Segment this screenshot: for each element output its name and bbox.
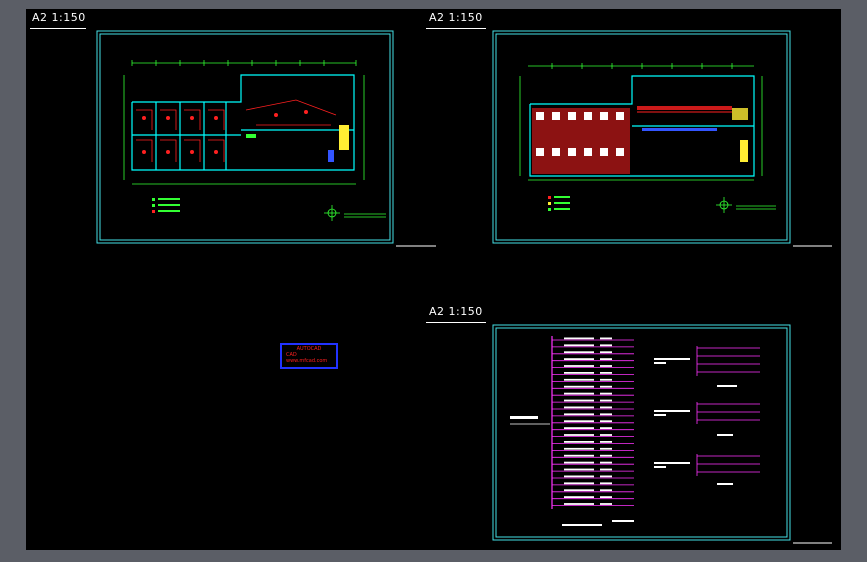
branch-label-mark — [600, 358, 612, 360]
branch-label-mark — [600, 461, 612, 464]
branch-label-mark — [564, 447, 594, 450]
branch-label-mark — [600, 399, 612, 402]
inner-frame — [495, 33, 788, 241]
branch-label-mark — [600, 482, 612, 485]
branch-label-mark — [600, 489, 612, 492]
branch-label-mark — [564, 392, 594, 395]
stamp-line-3: www.mfcad.com — [286, 358, 328, 364]
branch-label-mark — [600, 420, 612, 423]
branch-label-mark — [564, 351, 594, 354]
outer-frame — [492, 30, 791, 244]
branch-label-mark — [564, 454, 594, 457]
branch-label-mark — [564, 358, 594, 360]
branch-label-mark — [564, 496, 594, 498]
branch-label-mark — [564, 413, 594, 416]
branch-label-mark — [564, 434, 594, 436]
title-stamp[interactable]: AUTOCAD CAD www.mfcad.com — [280, 343, 338, 369]
inner-frame — [99, 33, 391, 241]
branch-label-mark — [564, 461, 594, 464]
branch-label-mark — [564, 427, 594, 429]
branch-label-mark — [564, 399, 594, 402]
branch-label-mark — [600, 337, 612, 340]
branch-label-mark — [564, 468, 594, 471]
branch-label-mark — [564, 385, 594, 388]
outer-frame — [96, 30, 394, 244]
branch-label-mark — [600, 468, 612, 471]
branch-label-mark — [564, 489, 594, 492]
branch-label-mark — [600, 475, 612, 478]
branch-label-mark — [564, 503, 594, 505]
cad-drawing-viewport[interactable]: A2 1:150 A2 1:150 A2 1:150 — [26, 9, 841, 550]
branch-label-mark — [600, 496, 612, 498]
stamp-line-1: AUTOCAD — [296, 346, 322, 352]
sheet-label-top-left: A2 1:150 — [32, 11, 86, 24]
branch-label-mark — [600, 378, 612, 381]
branch-label-mark — [564, 441, 594, 443]
branch-label-mark — [564, 337, 594, 340]
branch-label-mark — [600, 447, 612, 450]
outer-frame — [492, 324, 791, 541]
sheet-label-underline — [30, 28, 86, 29]
branch-label-mark — [600, 413, 612, 416]
branch-label-mark — [564, 482, 594, 485]
branch-label-mark — [600, 392, 612, 395]
branch-label-mark — [600, 454, 612, 457]
sheet-wiring-diagram[interactable] — [492, 324, 834, 550]
sheet-label-bottom-right: A2 1:150 — [429, 305, 483, 318]
inner-frame — [495, 327, 788, 538]
branch-label-mark — [600, 441, 612, 443]
branch-label-mark — [564, 406, 594, 409]
sheet-label-top-right: A2 1:150 — [429, 11, 483, 24]
branch-label-mark — [564, 378, 594, 381]
branch-label-mark — [600, 351, 612, 354]
branch-label-mark — [600, 427, 612, 429]
branch-label-mark — [600, 372, 612, 374]
branch-label-mark — [600, 365, 612, 367]
branch-label-mark — [600, 344, 612, 347]
branch-label-mark — [564, 475, 594, 478]
branch-label-mark — [600, 434, 612, 436]
sheet-label-underline — [426, 28, 486, 29]
branch-label-mark — [600, 385, 612, 388]
branch-label-mark — [564, 344, 594, 347]
branch-label-mark — [600, 406, 612, 409]
sheet-floor-plan-2[interactable] — [492, 30, 834, 248]
branch-label-mark — [564, 372, 594, 374]
sheet-label-underline — [426, 322, 486, 323]
stamp-line-2: CAD — [286, 352, 297, 358]
branch-label-mark — [564, 420, 594, 423]
sheet-floor-plan-1[interactable] — [96, 30, 438, 248]
branch-label-mark — [564, 365, 594, 367]
branch-label-mark — [600, 503, 612, 505]
